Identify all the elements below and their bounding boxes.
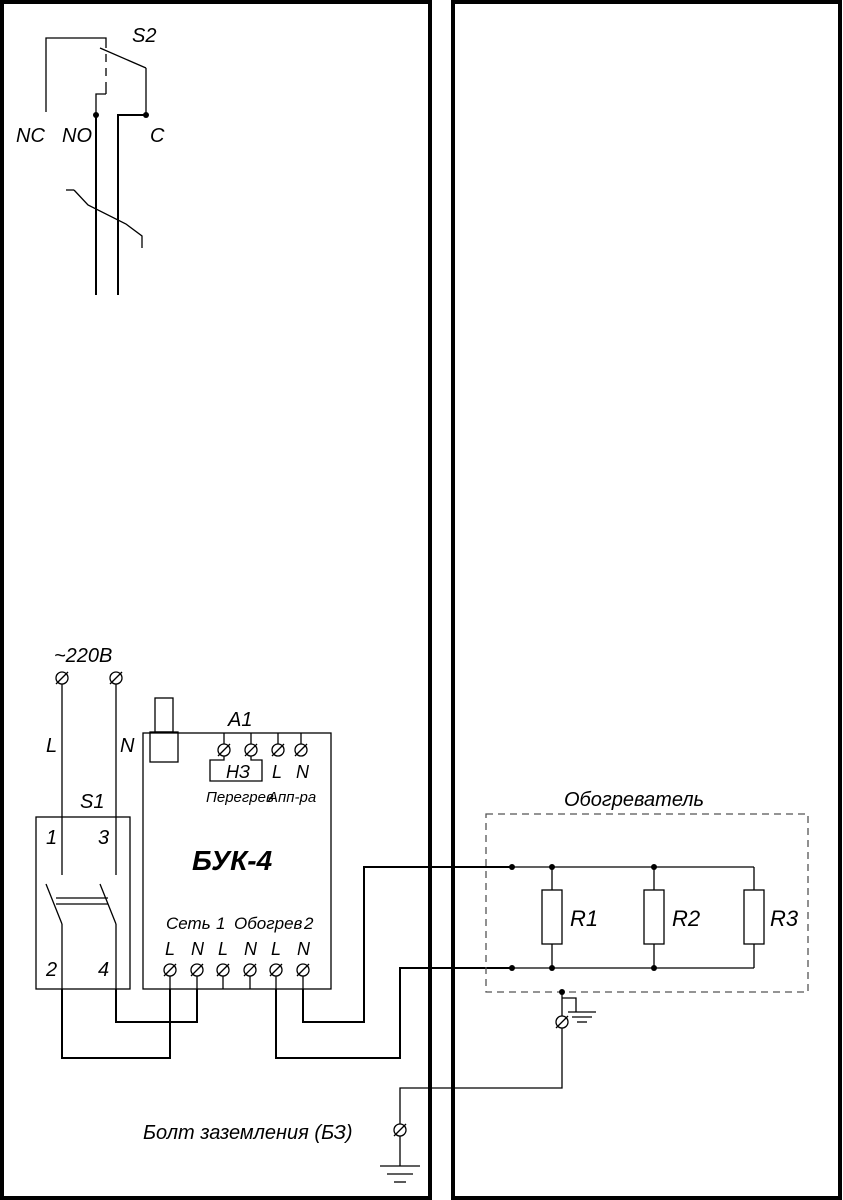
bottom-l1: L bbox=[165, 939, 175, 959]
one-label: 1 bbox=[216, 914, 225, 933]
top-n-label: N bbox=[296, 762, 310, 782]
resistor-r3 bbox=[743, 889, 765, 945]
resistor-r2 bbox=[643, 889, 665, 945]
wiring bbox=[61, 866, 512, 1059]
obogrev-label: Обогрев bbox=[234, 914, 303, 933]
heater-resistors bbox=[509, 864, 765, 971]
s1-pin4: 4 bbox=[98, 959, 109, 981]
bottom-l2: L bbox=[218, 939, 228, 959]
bottom-l3: L bbox=[271, 939, 281, 959]
line-l-label: L bbox=[46, 735, 57, 757]
bolt-label: Болт заземления (БЗ) bbox=[143, 1122, 353, 1144]
buk-label: БУК-4 bbox=[192, 845, 273, 876]
ground-bolt bbox=[380, 1123, 420, 1183]
a1-bottom-terminals bbox=[163, 963, 310, 989]
top-l-label: L bbox=[272, 762, 282, 782]
supply-label: ~220В bbox=[54, 645, 112, 667]
app-label: Апп-ра bbox=[267, 789, 316, 806]
bottom-n1: N bbox=[191, 939, 205, 959]
s1-label: S1 bbox=[80, 791, 104, 813]
resistor-r1 bbox=[541, 889, 563, 945]
nz-label: НЗ bbox=[226, 762, 250, 782]
nc-label: NC bbox=[16, 125, 45, 147]
two-label: 2 bbox=[303, 914, 314, 933]
a1-top-terminals bbox=[209, 733, 308, 782]
supply-terminals bbox=[55, 671, 123, 875]
bottom-n3: N bbox=[297, 939, 311, 959]
no-label: NO bbox=[62, 125, 92, 147]
right-panel bbox=[451, 0, 842, 1200]
s1-pin2: 2 bbox=[45, 959, 57, 981]
s1-pin3: 3 bbox=[98, 827, 109, 849]
s2-label: S2 bbox=[132, 25, 156, 47]
device-a1 bbox=[142, 697, 332, 990]
bottom-n2: N bbox=[244, 939, 258, 959]
s1-box bbox=[35, 816, 131, 990]
left-panel bbox=[0, 0, 432, 1200]
heater-ground bbox=[399, 989, 596, 1124]
a1-label: A1 bbox=[227, 709, 252, 731]
s1-pin1: 1 bbox=[46, 827, 57, 849]
r1-label: R1 bbox=[570, 906, 598, 931]
heater-box bbox=[485, 813, 809, 993]
switch-s2 bbox=[45, 37, 149, 295]
c-label: C bbox=[150, 125, 165, 147]
set-label: Сеть bbox=[166, 914, 211, 933]
peregrev-label: Перегрев bbox=[206, 789, 274, 806]
r3-label: R3 bbox=[770, 906, 799, 931]
r2-label: R2 bbox=[672, 906, 700, 931]
line-n-label: N bbox=[120, 735, 135, 757]
heater-label: Обогреватель bbox=[564, 789, 704, 811]
